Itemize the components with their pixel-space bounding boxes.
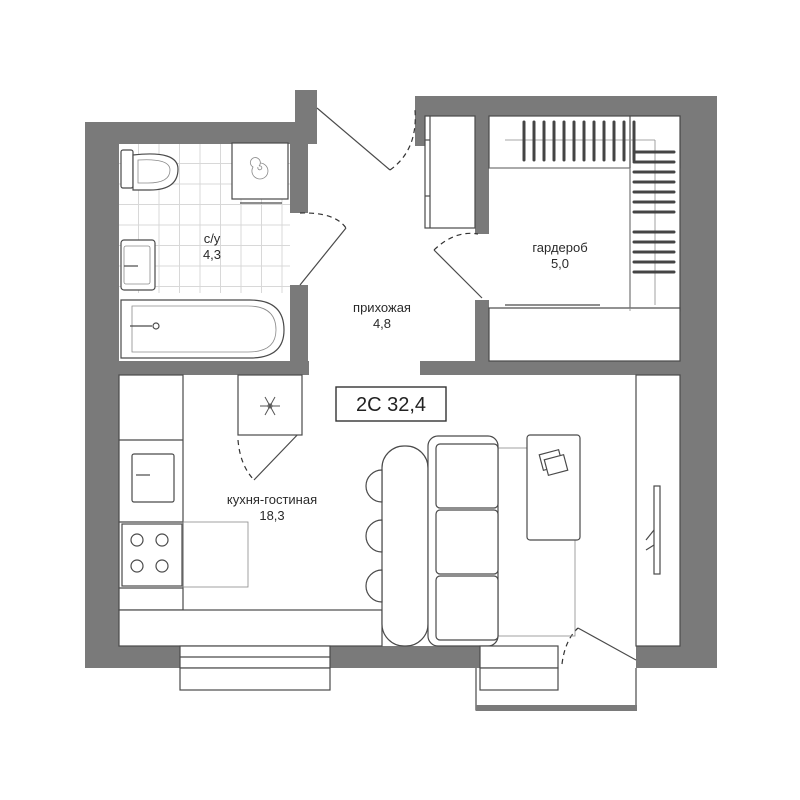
entrance-door [316, 107, 416, 171]
bathroom-area: 4,3 [203, 247, 221, 262]
fridge-snowflake-icon [237, 374, 303, 436]
kitchen-door [237, 429, 303, 481]
bathroom-name: с/у [204, 231, 221, 246]
balcony-window [479, 645, 559, 691]
wardrobe-door [433, 232, 483, 299]
table-icon [526, 434, 581, 541]
bar-stool-icon [365, 469, 383, 603]
kitchen-window [179, 645, 331, 691]
bathtub-icon [120, 299, 285, 359]
hallway-closet [424, 115, 476, 229]
sofa-icon [427, 435, 499, 647]
hanger-icon [632, 150, 676, 274]
wardrobe-shelving [488, 115, 681, 362]
stove-icon [121, 523, 183, 587]
kitchen-living-name: кухня-гостиная [227, 492, 317, 507]
tv-icon [645, 485, 661, 575]
kitchen-living-area: 18,3 [259, 508, 284, 523]
bar-counter [381, 445, 429, 647]
sink-icon [131, 453, 175, 503]
balcony-door [561, 627, 637, 665]
unit-badge: 2С 32,4 [335, 386, 447, 422]
dining-area-outline [182, 521, 249, 588]
washing-machine-icon [231, 142, 289, 204]
toilet-icon [120, 149, 179, 191]
wardrobe-area: 5,0 [551, 256, 569, 271]
hallway-area: 4,8 [373, 316, 391, 331]
window-sill [118, 609, 383, 647]
hanger-icon [522, 120, 636, 162]
hallway-name: прихожая [353, 300, 411, 315]
unit-badge-text: 2С 32,4 [356, 394, 426, 416]
bathroom-door [299, 212, 347, 286]
walls [85, 90, 717, 668]
sink-icon [120, 239, 156, 291]
wardrobe-name: гардероб [532, 240, 587, 255]
